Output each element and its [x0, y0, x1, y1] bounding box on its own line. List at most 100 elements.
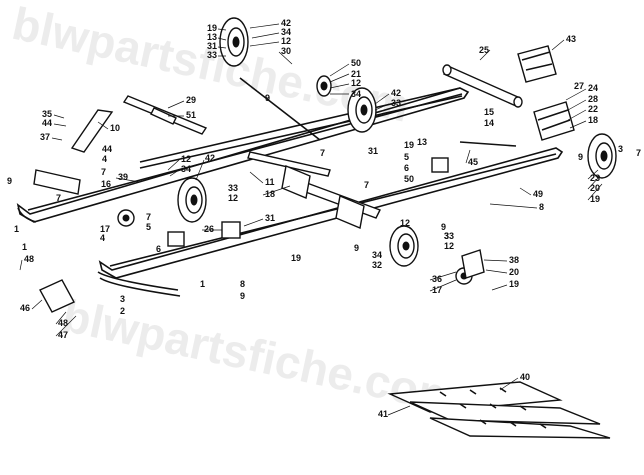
- callout-19e: 19: [509, 279, 519, 289]
- callout-18b: 18: [265, 189, 275, 199]
- callout-8a: 8: [539, 202, 544, 212]
- track-plates: [387, 381, 611, 439]
- callouts: 19 13 31 33 42 34 12 30 25 43 50 21 12 3…: [7, 18, 641, 419]
- callout-3b: 3: [444, 231, 449, 241]
- callout-9b: 9: [7, 176, 12, 186]
- callout-12d: 12: [228, 193, 238, 203]
- callout-36: 36: [432, 274, 442, 284]
- callout-34d: 34: [372, 250, 382, 260]
- callout-42b: 42: [391, 88, 401, 98]
- callout-33d: 33: [444, 231, 454, 241]
- idler-wheel-rear: [587, 133, 617, 179]
- callout-3c: 3: [120, 294, 125, 304]
- callout-38: 38: [509, 255, 519, 265]
- callout-35: 35: [42, 109, 52, 119]
- idler-wheel-top: [219, 17, 249, 67]
- slide-rail-front: [98, 147, 564, 279]
- callout-1b: 1: [200, 279, 205, 289]
- callout-12b: 12: [351, 78, 361, 88]
- front-shaft: [247, 151, 331, 177]
- callout-6a: 6: [404, 163, 409, 173]
- callout-24: 24: [588, 83, 598, 93]
- callout-48b: 48: [58, 318, 68, 328]
- callout-9d: 9: [441, 222, 446, 232]
- spacer-wheel-small-1: [117, 209, 135, 227]
- callout-19b: 19: [404, 140, 414, 150]
- wear-strip: [97, 271, 181, 297]
- callout-39: 39: [118, 172, 128, 182]
- callout-47: 47: [58, 330, 68, 340]
- slide-rail-rear-right: [17, 207, 37, 223]
- callout-1c: 1: [22, 242, 27, 252]
- callout-48a: 48: [24, 254, 34, 264]
- bracket-24: [533, 101, 575, 141]
- callout-7e: 7: [56, 193, 61, 203]
- long-rod-top: [239, 77, 321, 141]
- callout-6b: 6: [156, 244, 161, 254]
- callout-7d: 7: [636, 148, 641, 158]
- callout-33c: 33: [228, 183, 238, 193]
- callout-21a: 21: [351, 69, 361, 79]
- callout-50b: 50: [404, 174, 414, 184]
- callout-12c: 12: [181, 154, 191, 164]
- callout-22: 22: [588, 104, 598, 114]
- callout-15: 15: [484, 107, 494, 117]
- callout-31c: 31: [265, 213, 275, 223]
- arm-10: [70, 109, 114, 153]
- callout-16: 16: [101, 179, 111, 189]
- callout-9c: 9: [578, 152, 583, 162]
- callout-3a: 3: [618, 144, 623, 154]
- callout-41: 41: [378, 409, 388, 419]
- callout-31b: 31: [368, 146, 378, 156]
- callout-18a: 18: [588, 115, 598, 125]
- callout-2: 2: [120, 306, 125, 316]
- callout-11: 11: [265, 177, 275, 187]
- callout-43: 43: [566, 34, 576, 44]
- callout-10: 10: [110, 123, 120, 133]
- callout-7b: 7: [320, 148, 325, 158]
- mid-axle-shaft: [281, 165, 381, 229]
- callout-30: 30: [281, 46, 291, 56]
- callout-12a: 12: [281, 36, 291, 46]
- callout-45: 45: [468, 157, 478, 167]
- callout-26: 26: [204, 224, 214, 234]
- callout-5a: 5: [404, 152, 409, 162]
- bumper-46: [39, 279, 75, 313]
- callout-32: 32: [372, 260, 382, 270]
- callout-4a: 4: [102, 154, 107, 164]
- bracket-43: [517, 45, 557, 83]
- watermark-text-bottom: blwpartsfiche.com: [58, 289, 464, 424]
- callout-12e: 12: [400, 218, 410, 228]
- pivot-block-16: [33, 169, 81, 195]
- callout-4b: 4: [100, 233, 105, 243]
- callout-34c: 34: [181, 164, 191, 174]
- callout-37: 37: [40, 132, 50, 142]
- idler-wheel-mid-upper: [347, 87, 377, 133]
- callout-7f: 7: [146, 212, 151, 222]
- idler-wheel-bottom: [389, 225, 419, 267]
- leader-lines: [19, 23, 603, 416]
- callout-50a: 50: [351, 58, 361, 68]
- callout-20a: 20: [590, 183, 600, 193]
- bracket-38: [461, 249, 485, 279]
- callout-49: 49: [533, 189, 543, 199]
- idler-wheel-left: [177, 177, 207, 223]
- callout-44b: 44: [102, 144, 112, 154]
- callout-9a: 9: [265, 93, 270, 103]
- callout-40: 40: [520, 372, 530, 382]
- rear-rod-45: [459, 141, 517, 147]
- callout-13b: 13: [417, 137, 427, 147]
- callout-9e: 9: [354, 243, 359, 253]
- block-6: [167, 157, 449, 247]
- block-26: [221, 221, 241, 239]
- callout-42c: 42: [205, 153, 215, 163]
- callout-8b: 8: [240, 279, 245, 289]
- callout-14: 14: [484, 118, 494, 128]
- callout-1a: 1: [14, 224, 19, 234]
- callout-34b: 34: [351, 89, 361, 99]
- callout-19a: 19: [207, 23, 217, 33]
- spacer-wheel-small-3: [316, 75, 332, 97]
- callout-34a: 34: [281, 27, 291, 37]
- callout-12f: 12: [444, 241, 454, 251]
